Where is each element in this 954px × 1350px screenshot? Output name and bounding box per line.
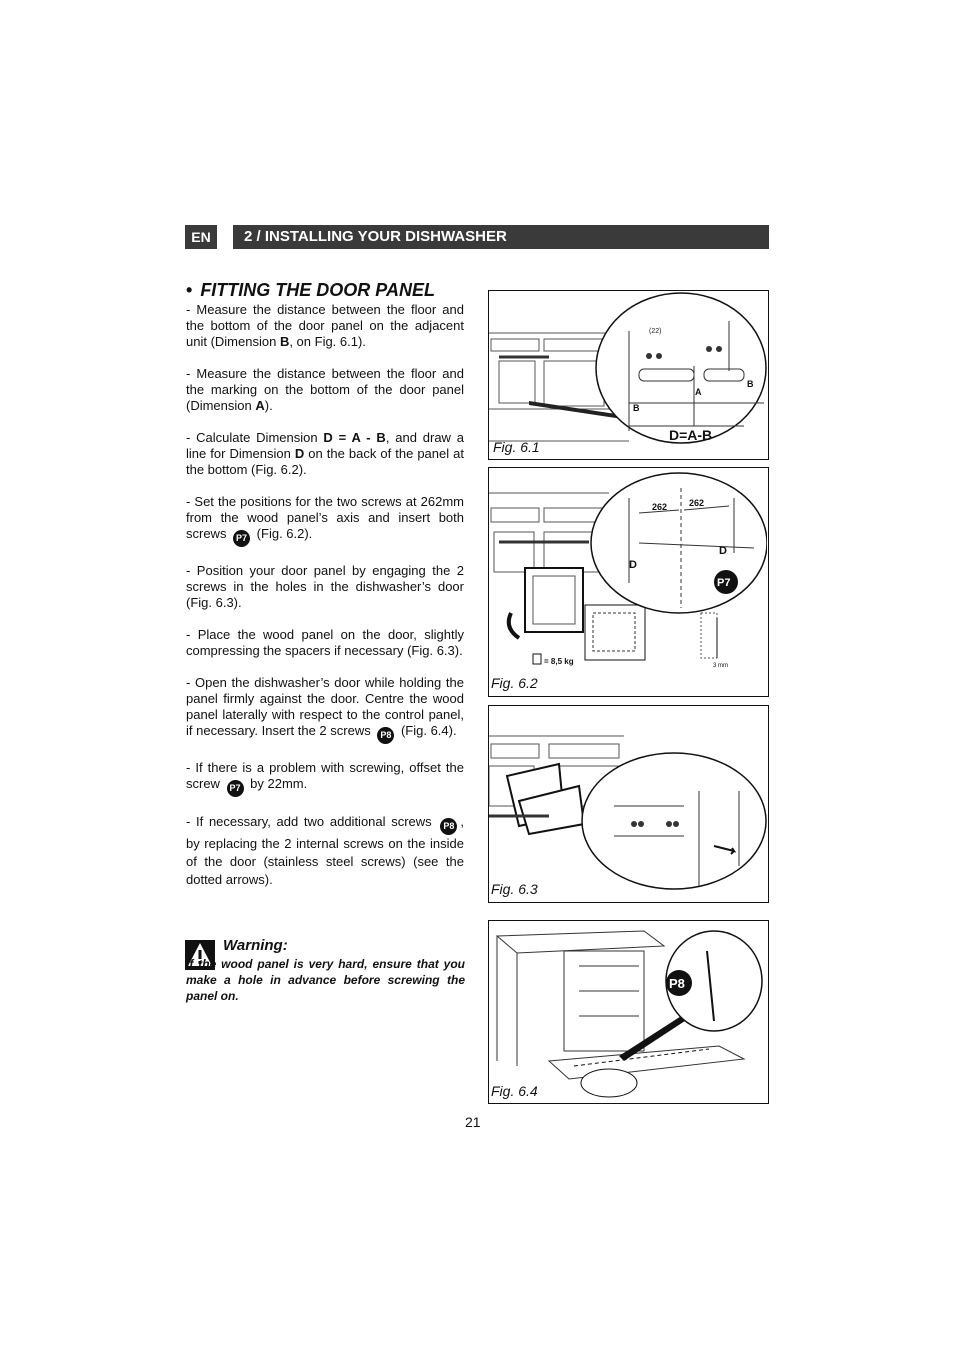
dimension-d-left: D: [629, 559, 637, 571]
step-measure-b: - Measure the distance between the floor…: [186, 302, 464, 349]
figure-6-3-drawing: Fig. 6.3: [489, 735, 767, 897]
dimension-262-right: 262: [689, 498, 704, 508]
figure-6-1-caption: Fig. 6.1: [493, 439, 540, 455]
warning-title: Warning:: [223, 937, 288, 954]
language-tag: EN: [185, 225, 217, 249]
p7-badge: P7: [233, 530, 251, 547]
section-header: 2 / INSTALLING YOUR DISHWASHER: [233, 225, 769, 249]
p8-figure-badge: P8: [669, 976, 685, 991]
p8-badge: P8: [440, 818, 458, 835]
dimension-d-right: D: [719, 545, 727, 557]
section-title: •FITTING THE DOOR PANEL: [186, 280, 435, 300]
step-place-panel: - Place the wood panel on the door, slig…: [186, 627, 464, 658]
figure-6-3: Fig. 6.3: [488, 705, 769, 903]
warning-icon: [185, 940, 215, 970]
figure-6-1: (22) A B B D=A-B Fig. 6.1: [488, 290, 769, 460]
step-open-door: - Open the dishwasher’s door while holdi…: [186, 675, 464, 744]
figure-6-4-caption: Fig. 6.4: [491, 1083, 538, 1099]
step-position-panel: - Position your door panel by engaging t…: [186, 563, 464, 610]
step-offset-screw: - If there is a problem with screwing, o…: [186, 760, 464, 797]
figure-6-2: 262 262 D D P7 = 8,5 kg 3 mm Fig. 6.2: [488, 467, 769, 697]
gap-label: 3 mm: [713, 663, 728, 669]
figure-6-1-drawing: (22) A B B D=A-B Fig. 6.1: [489, 292, 767, 455]
figure-6-2-caption: Fig. 6.2: [491, 675, 538, 691]
p8-badge: P8: [377, 727, 395, 744]
figure-6-3-caption: Fig. 6.3: [491, 881, 538, 897]
dimension-22-label: (22): [649, 328, 661, 335]
formula-label: D=A-B: [669, 427, 712, 443]
step-calculate-d: - Calculate Dimension D = A - B, and dra…: [186, 430, 464, 477]
step-additional-screws: - If necessary, add two additional screw…: [186, 814, 464, 887]
figure-6-4: P8 Fig. 6.4: [488, 920, 769, 1104]
p7-figure-badge: P7: [717, 577, 730, 589]
weight-label: = 8,5 kg: [544, 657, 574, 666]
figure-6-2-drawing: 262 262 D D P7 = 8,5 kg 3 mm Fig. 6.2: [489, 472, 767, 691]
instructions: - Measure the distance between the floor…: [186, 302, 464, 905]
dimension-b-label: B: [633, 403, 640, 413]
warning-text: If the wood panel is very hard, ensure t…: [186, 957, 465, 1003]
step-set-screws: - Set the positions for the two screws a…: [186, 494, 464, 547]
dimension-262-left: 262: [652, 502, 667, 512]
page-number: 21: [465, 1114, 481, 1130]
dimension-a-label: A: [695, 387, 702, 397]
step-measure-a: - Measure the distance between the floor…: [186, 366, 464, 413]
dimension-b-label-right: B: [747, 379, 754, 389]
section-title-text: FITTING THE DOOR PANEL: [200, 280, 435, 300]
p7-badge: P7: [226, 780, 244, 797]
figure-6-4-drawing: P8 Fig. 6.4: [491, 930, 763, 1099]
